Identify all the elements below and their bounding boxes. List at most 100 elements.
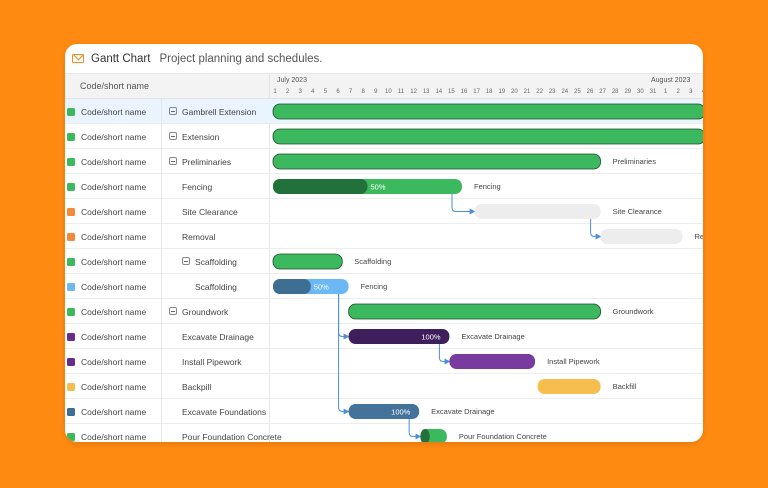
- timeline-day: 10: [385, 89, 392, 95]
- timeline-day: 20: [511, 89, 518, 95]
- timeline-day: 8: [361, 89, 365, 95]
- collapse-icon[interactable]: [169, 107, 177, 115]
- dependency-link: [338, 293, 350, 340]
- column-divider: [161, 274, 162, 299]
- timeline-day: 6: [336, 89, 340, 95]
- collapse-icon[interactable]: [169, 157, 177, 165]
- dependency-link: [408, 418, 422, 440]
- timeline-day: 31: [649, 89, 657, 95]
- column-divider: [161, 224, 162, 249]
- bar-label: Backfill: [613, 382, 637, 391]
- gantt-bar[interactable]: Ren: [600, 229, 704, 244]
- gantt-bar[interactable]: 100%Excavate Drainage: [348, 404, 495, 419]
- gantt-bar-fill: [348, 404, 420, 419]
- app-title: Gantt Chart: [91, 52, 151, 65]
- column-divider: [161, 99, 162, 124]
- gantt-bar-progress: [273, 279, 311, 294]
- bar-label: Fencing: [361, 282, 388, 291]
- bar-label: Groundwork: [613, 307, 654, 316]
- timeline-day: 15: [448, 89, 455, 95]
- bar-label: Scaffolding: [354, 257, 391, 266]
- mail-icon: [72, 54, 84, 63]
- timeline-day: 1: [663, 89, 668, 95]
- color-swatch: [67, 108, 75, 116]
- collapse-icon[interactable]: [169, 307, 177, 315]
- gantt-bar[interactable]: Groundwork: [348, 303, 654, 320]
- timeline-day: 26: [586, 89, 594, 95]
- timeline-day: 16: [460, 89, 468, 95]
- gantt-bar[interactable]: [272, 128, 703, 145]
- color-swatch: [67, 333, 75, 341]
- color-swatch: [67, 233, 75, 241]
- task-code: Code/short name: [81, 132, 147, 142]
- gantt-bar[interactable]: 50% Fencing: [273, 279, 387, 294]
- color-swatch: [67, 258, 75, 266]
- gantt-card: Gantt Chart Project planning and schedul…: [65, 44, 703, 442]
- task-row[interactable]: Code/short name Pour Foundation Concrete: [65, 424, 703, 442]
- timeline-day: 14: [435, 89, 443, 95]
- task-row[interactable]: Code/short name Groundwork: [65, 299, 703, 324]
- task-row[interactable]: Code/short name Excavate Drainage: [65, 324, 703, 349]
- task-name: Excavate Drainage: [182, 332, 254, 342]
- gantt-chart: Preliminaries 50% Fencing Site ClearanceRen…: [272, 103, 704, 442]
- timeline-day: 27: [599, 89, 606, 95]
- timeline-day: 21: [523, 89, 531, 95]
- progress-text: 100%: [391, 408, 411, 417]
- timeline-day: 3: [298, 89, 302, 95]
- timeline-day: 24: [561, 89, 569, 95]
- task-name: Gambrell Extension: [182, 107, 257, 117]
- timeline-day: 19: [498, 89, 506, 95]
- gantt-bar[interactable]: Pour Foundation Concrete: [420, 429, 547, 442]
- color-swatch: [67, 183, 75, 191]
- dependency-link: [590, 218, 602, 240]
- task-code: Code/short name: [81, 432, 147, 442]
- timeline-day: 9: [374, 89, 378, 95]
- bar-label: Excavate Drainage: [461, 332, 524, 341]
- color-swatch: [67, 308, 75, 316]
- collapse-icon[interactable]: [169, 132, 177, 140]
- timeline-day: 1: [273, 89, 277, 95]
- timeline-day: 23: [548, 89, 556, 95]
- task-code: Code/short name: [81, 307, 147, 317]
- panel-divider[interactable]: [269, 73, 270, 442]
- timeline-day: 4: [697, 89, 703, 95]
- gantt-bar[interactable]: Backfill: [537, 379, 637, 394]
- task-name: Scaffolding: [195, 257, 237, 267]
- column-divider: [161, 424, 162, 442]
- progress-text: 50%: [314, 283, 329, 292]
- column-divider: [161, 324, 162, 349]
- task-code: Code/short name: [81, 332, 147, 342]
- bar-label: Pour Foundation Concrete: [459, 432, 547, 441]
- gantt-bar[interactable]: Preliminaries: [272, 153, 656, 170]
- column-header-code[interactable]: Code/short name: [80, 81, 150, 91]
- timeline-day: 17: [473, 89, 480, 95]
- collapse-icon[interactable]: [182, 257, 190, 265]
- gantt-bar[interactable]: 50%Fencing: [273, 179, 501, 194]
- gantt-bar[interactable]: Scaffolding: [272, 253, 391, 270]
- bar-label: Ren: [695, 232, 704, 241]
- timeline-day: 12: [410, 89, 417, 95]
- gantt-bar[interactable]: 100%Excavate Drainage: [348, 329, 525, 344]
- title-bar: Gantt Chart Project planning and schedul…: [65, 44, 703, 73]
- color-swatch: [67, 433, 75, 441]
- gantt-bar[interactable]: Install Pipework: [449, 354, 600, 369]
- gantt-bar[interactable]: Site Clearance: [474, 204, 662, 219]
- task-name: Install Pipework: [182, 357, 242, 367]
- timeline-day: 7: [348, 89, 353, 95]
- month-label-august: August 2023: [651, 77, 691, 84]
- gantt-bar[interactable]: [272, 103, 703, 120]
- app-subtitle: Project planning and schedules.: [159, 52, 323, 65]
- timeline-day: 22: [536, 89, 543, 95]
- task-code: Code/short name: [81, 282, 147, 292]
- color-swatch: [67, 208, 75, 216]
